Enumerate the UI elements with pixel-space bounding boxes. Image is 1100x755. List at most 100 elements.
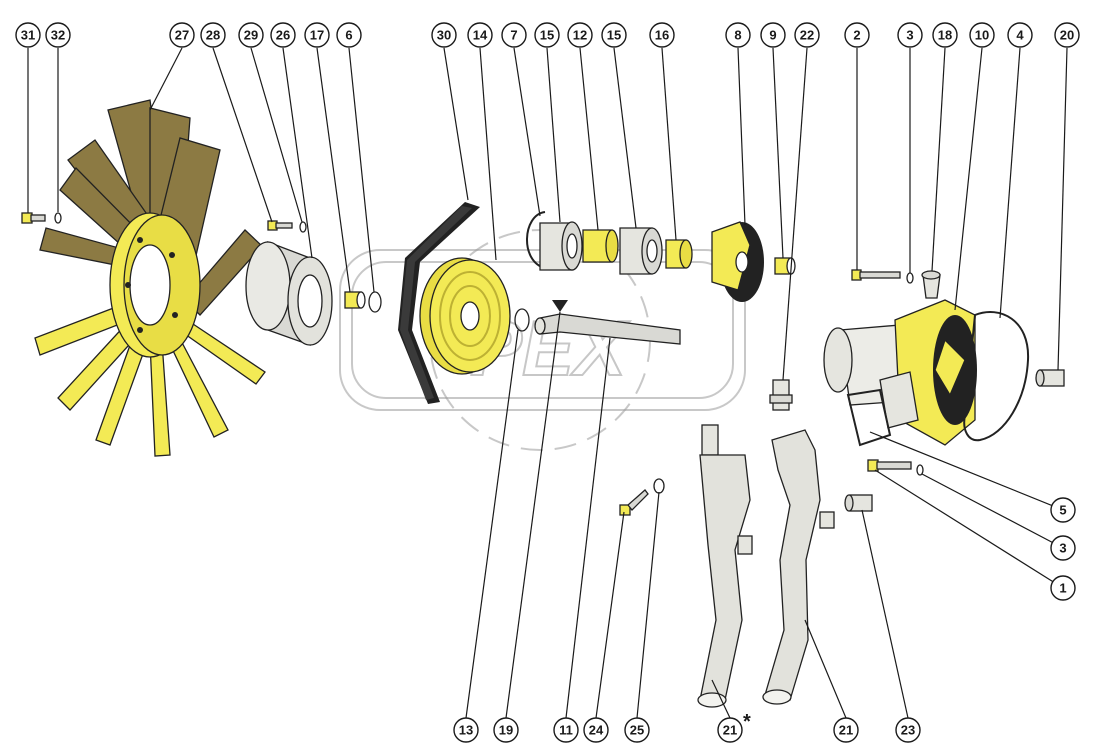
callout-11: 11: [553, 717, 579, 743]
callout-14: 14: [467, 22, 493, 48]
callout-19: 19: [493, 717, 519, 743]
gasket-5: [846, 388, 892, 447]
bolt-1: [867, 459, 912, 472]
callout-32: 32: [45, 22, 71, 48]
drive-belt-30: [398, 202, 480, 404]
svg-text:22: 22: [800, 28, 814, 43]
pulley-14: [419, 257, 511, 375]
svg-text:15: 15: [607, 28, 621, 43]
svg-text:30: 30: [437, 28, 451, 43]
o-ring-13: [514, 308, 530, 332]
callout-15-left: 15: [534, 22, 560, 48]
plug-18: [921, 270, 941, 299]
svg-text:16: 16: [655, 28, 669, 43]
washer-3-bottom: [916, 464, 924, 476]
bolt-24: [619, 489, 649, 516]
fan-blade-assembly: [34, 99, 266, 457]
svg-text:11: 11: [559, 723, 573, 738]
spacer-hub-26: [245, 241, 333, 346]
asterisk-mark: *: [743, 711, 751, 733]
callout-30: 30: [431, 22, 457, 48]
callout-4: 4: [1007, 22, 1033, 48]
callout-29: 29: [238, 22, 264, 48]
callout-12: 12: [567, 22, 593, 48]
svg-text:10: 10: [975, 28, 989, 43]
callout-3-bottom: 3: [1050, 535, 1076, 561]
svg-text:9: 9: [769, 28, 776, 43]
bushing-17: [344, 291, 366, 309]
svg-text:29: 29: [244, 28, 258, 43]
callout-13: 13: [453, 717, 479, 743]
washer-32: [54, 212, 62, 224]
svg-text:7: 7: [510, 28, 517, 43]
fitting-22: [769, 379, 793, 411]
callout-2: 2: [844, 22, 870, 48]
callout-8: 8: [725, 22, 751, 48]
callout-5: 5: [1050, 497, 1076, 523]
svg-text:21: 21: [723, 723, 737, 738]
o-ring-6: [368, 291, 382, 313]
svg-text:28: 28: [206, 28, 220, 43]
callout-6: 6: [336, 22, 362, 48]
svg-text:3: 3: [906, 28, 913, 43]
svg-text:19: 19: [499, 723, 513, 738]
svg-text:32: 32: [51, 28, 65, 43]
bolt-31: [21, 212, 46, 224]
svg-text:25: 25: [630, 723, 644, 738]
sleeve-12: [582, 229, 619, 263]
seal-16: [665, 239, 693, 269]
callout-23: 23: [895, 717, 921, 743]
svg-text:15: 15: [540, 28, 554, 43]
svg-text:31: 31: [21, 28, 35, 43]
fitting-23: [844, 494, 873, 512]
washer-25: [653, 478, 665, 494]
svg-text:12: 12: [573, 28, 587, 43]
callout-16: 16: [649, 22, 675, 48]
circlip-7: [526, 211, 546, 269]
callout-15-right: 15: [601, 22, 627, 48]
callout-20: 20: [1054, 22, 1080, 48]
svg-text:18: 18: [938, 28, 952, 43]
callout-10: 10: [969, 22, 995, 48]
callout-7: 7: [501, 22, 527, 48]
bolt-28: [267, 220, 293, 231]
svg-text:2: 2: [853, 28, 860, 43]
svg-text:4: 4: [1016, 28, 1024, 43]
svg-text:13: 13: [459, 723, 473, 738]
leader-lines: [27, 47, 1068, 719]
svg-text:17: 17: [310, 28, 324, 43]
callout-25: 25: [624, 717, 650, 743]
svg-text:23: 23: [901, 723, 915, 738]
callout-21: 21: [833, 717, 859, 743]
callout-3-top: 3: [897, 22, 923, 48]
callout-9: 9: [760, 22, 786, 48]
fitting-20: [1035, 369, 1065, 387]
bolt-2: [851, 269, 901, 281]
svg-text:3: 3: [1059, 541, 1066, 556]
svg-text:6: 6: [345, 28, 352, 43]
key-19: [552, 300, 568, 312]
svg-text:1: 1: [1059, 581, 1066, 596]
gasket-4: [963, 311, 1030, 442]
callout-24: 24: [583, 717, 609, 743]
impeller-8: [711, 221, 764, 302]
callout-26: 26: [270, 22, 296, 48]
svg-text:21: 21: [839, 723, 853, 738]
pump-housing-10: [823, 299, 977, 446]
callout-21-star: 21: [717, 717, 743, 743]
fan-hub: [109, 212, 201, 358]
callout-17: 17: [304, 22, 330, 48]
svg-text:5: 5: [1059, 503, 1066, 518]
svg-text:27: 27: [175, 28, 189, 43]
pipe-21-star: [697, 424, 753, 708]
svg-text:8: 8: [734, 28, 741, 43]
washer-29: [299, 221, 307, 233]
callout-18: 18: [932, 22, 958, 48]
svg-text:26: 26: [276, 28, 290, 43]
callout-31: 31: [15, 22, 41, 48]
callout-1: 1: [1050, 575, 1076, 601]
callout-28: 28: [200, 22, 226, 48]
callout-27: 27: [169, 22, 195, 48]
svg-text:20: 20: [1060, 28, 1074, 43]
